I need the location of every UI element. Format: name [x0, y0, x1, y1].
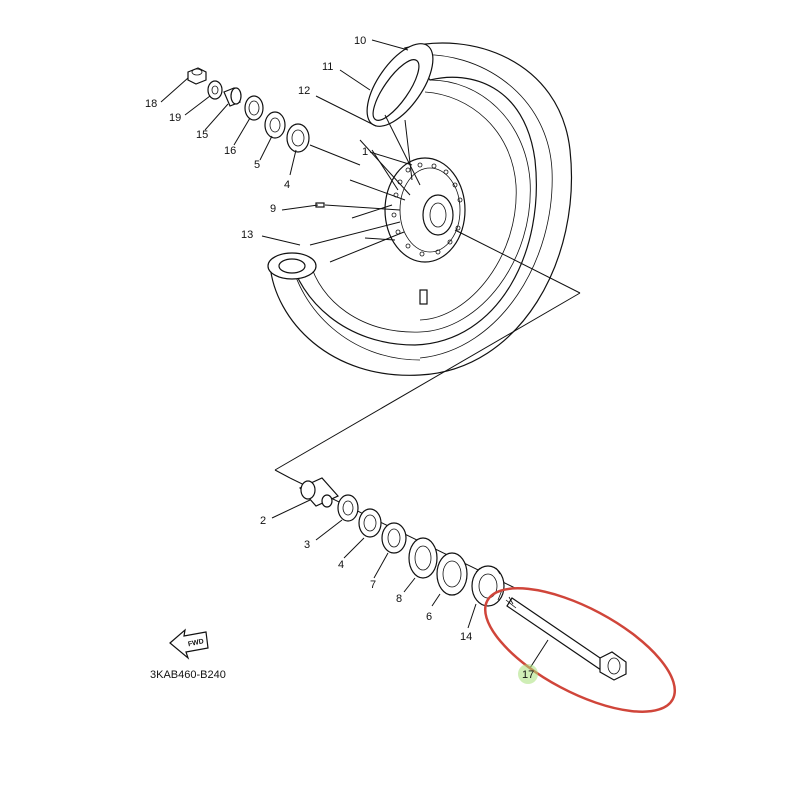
label-12: 12 [298, 85, 310, 97]
fwd-arrow-icon: FWD [169, 628, 209, 660]
leader-lines-bottom [271, 499, 549, 669]
valve-stem [419, 289, 428, 305]
label-13: 13 [241, 229, 253, 241]
label-17: 17 [522, 669, 534, 681]
gear-unit [471, 565, 505, 607]
fwd-label: FWD [187, 638, 204, 648]
highlight-circle [483, 587, 677, 713]
top-hardware [187, 67, 310, 153]
label-9: 9 [270, 203, 276, 215]
touch-marker [518, 664, 538, 684]
label-14: 14 [460, 631, 472, 643]
label-10: 10 [354, 35, 366, 47]
bottom-hardware [299, 477, 627, 681]
label-6: 6 [426, 611, 432, 623]
tire [269, 42, 572, 376]
label-7: 7 [370, 579, 376, 591]
bearing-4-top [286, 123, 310, 153]
front-wheel-assembly [267, 42, 572, 376]
oil-seal-bottom [408, 537, 438, 579]
oil-seal-top [244, 95, 264, 121]
label-8: 8 [396, 593, 402, 605]
bearing-3 [337, 494, 359, 522]
label-1: 1 [362, 146, 368, 158]
label-4-top: 4 [284, 179, 290, 191]
label-16: 16 [224, 145, 236, 157]
label-5: 5 [254, 159, 260, 171]
washer [207, 80, 223, 100]
label-11: 11 [322, 61, 333, 73]
part-labels: 10 11 12 1 18 19 15 16 5 4 9 13 2 3 4 7 … [145, 35, 534, 681]
label-15: 15 [196, 129, 208, 141]
label-4-bottom: 4 [338, 559, 344, 571]
bearing-4-bottom [358, 508, 382, 538]
axle-head [599, 651, 627, 681]
leader-lines-top [160, 39, 413, 246]
label-3: 3 [304, 539, 310, 551]
hub-bore [422, 194, 454, 236]
bearing-5 [264, 111, 286, 139]
spokes [309, 114, 421, 263]
label-19: 19 [169, 112, 181, 124]
label-18: 18 [145, 98, 157, 110]
diagram-code: 3KAB460-B240 [150, 669, 226, 681]
rim [309, 79, 531, 333]
collar-6 [436, 552, 468, 596]
axle-nut [187, 67, 207, 85]
retainer [381, 522, 407, 554]
label-2: 2 [260, 515, 266, 527]
